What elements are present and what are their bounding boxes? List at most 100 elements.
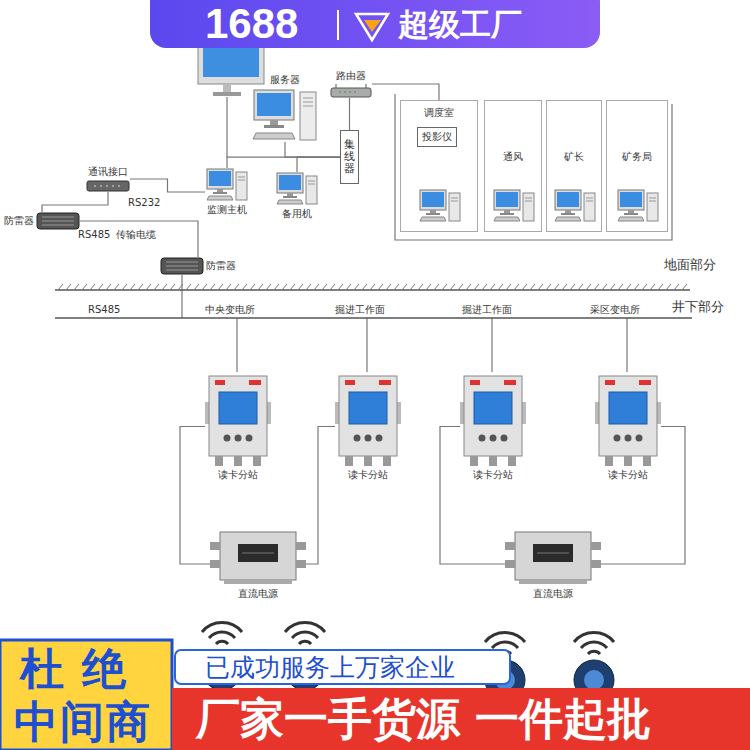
connector-line (227, 157, 340, 168)
reader-part (219, 392, 257, 424)
hatch-stroke (130, 284, 135, 290)
hatch-stroke (178, 284, 183, 290)
reader-part (490, 435, 497, 442)
hatch-stroke (458, 284, 463, 290)
node-label: 通风 (485, 151, 541, 163)
hatch-stroke (490, 284, 495, 290)
power-icon (210, 528, 306, 586)
hatch-stroke (122, 284, 127, 290)
router: 路由器 (330, 70, 372, 98)
arr-icon (36, 212, 80, 230)
top-banner (337, 10, 339, 40)
hatch-stroke (378, 284, 383, 290)
reader-icon (460, 372, 526, 467)
hatch-stroke (290, 284, 295, 290)
banner-text: 1688 (205, 0, 298, 48)
reader-part (365, 435, 372, 442)
node-label: 服务器 (270, 74, 300, 86)
srv-icon (252, 88, 318, 142)
connector-line (349, 98, 350, 130)
surge-arrester: 防雷器 (160, 257, 236, 275)
reader-part (253, 456, 261, 466)
router-part (339, 92, 356, 93)
hatch-stroke (594, 284, 599, 290)
hatch-stroke (90, 284, 95, 290)
banner-text: 超级工厂 (398, 7, 522, 43)
hatch-stroke (258, 284, 263, 290)
reader-part (614, 435, 621, 442)
pc-part (494, 190, 520, 210)
hatch-stroke (466, 284, 471, 290)
iface-icon (86, 180, 130, 192)
hatch-stroke (74, 284, 79, 290)
hatch-stroke (170, 284, 175, 290)
pc-icon (205, 168, 249, 202)
arr-part (42, 217, 74, 225)
hatch-stroke (474, 284, 479, 290)
power-part (296, 560, 306, 568)
pc-part (213, 192, 227, 194)
pc-part (525, 198, 532, 201)
hatch-stroke (386, 284, 391, 290)
node-label: 读卡分站 (218, 469, 258, 481)
hatch-stroke (682, 284, 687, 290)
bottom-banner (172, 688, 750, 750)
top-banner (150, 0, 600, 48)
power-part (224, 580, 292, 584)
banner-text: 已成功服务上万家企业 (205, 654, 455, 683)
pc-part (565, 210, 571, 213)
hatch-stroke (186, 284, 191, 290)
card-icon (584, 670, 604, 690)
reader-part (643, 456, 651, 466)
pc-part (238, 177, 245, 180)
bottom-banner (175, 650, 510, 684)
hatch-stroke (618, 284, 623, 290)
pc-part (287, 193, 293, 196)
hatch-stroke (106, 284, 111, 290)
hatch-stroke (154, 284, 159, 290)
pc-icon (492, 189, 536, 223)
power-part (505, 560, 515, 568)
node-label: 路由器 (336, 70, 366, 82)
top-banner (150, 0, 600, 48)
hatch-stroke (570, 284, 575, 290)
pc-part (557, 192, 579, 207)
srv-part (303, 98, 313, 106)
pc-part (306, 176, 317, 204)
connector-line (180, 427, 210, 565)
hatch-stroke (538, 284, 543, 290)
reader-part (209, 376, 267, 456)
pc-icon (553, 189, 597, 223)
signal-label: RS232 (128, 197, 160, 209)
pc-part (561, 213, 575, 215)
reader-part (339, 376, 397, 456)
hatch-stroke (586, 284, 591, 290)
node-label: 读卡分站 (473, 469, 513, 481)
monitor-illustration (213, 92, 241, 96)
hatch-stroke (330, 284, 335, 290)
hatch-stroke (410, 284, 415, 290)
pc-part (279, 175, 301, 190)
hatch-stroke (298, 284, 303, 290)
power-part (210, 560, 220, 568)
signal-label: 掘进工作面 (335, 304, 385, 316)
hatch-stroke (370, 284, 375, 290)
reader-part (215, 380, 225, 385)
reader-part (624, 456, 632, 466)
hatch-stroke (666, 284, 671, 290)
reader-part (235, 435, 242, 442)
pc-part (207, 169, 233, 189)
card-reader-station: 读卡分站 (460, 372, 526, 481)
node-label: 直流电源 (533, 588, 573, 600)
connector-line (285, 142, 340, 157)
srv-part (270, 120, 278, 125)
hatch-stroke (250, 284, 255, 290)
iface-part (94, 186, 120, 187)
pc-part (209, 171, 231, 186)
hatch-stroke (642, 284, 647, 290)
pc-icon (275, 172, 319, 206)
reader-part (605, 456, 613, 466)
monitor-illustration (223, 84, 231, 92)
hatch-stroke (322, 284, 327, 290)
node-label: 投影仪 (422, 131, 452, 143)
